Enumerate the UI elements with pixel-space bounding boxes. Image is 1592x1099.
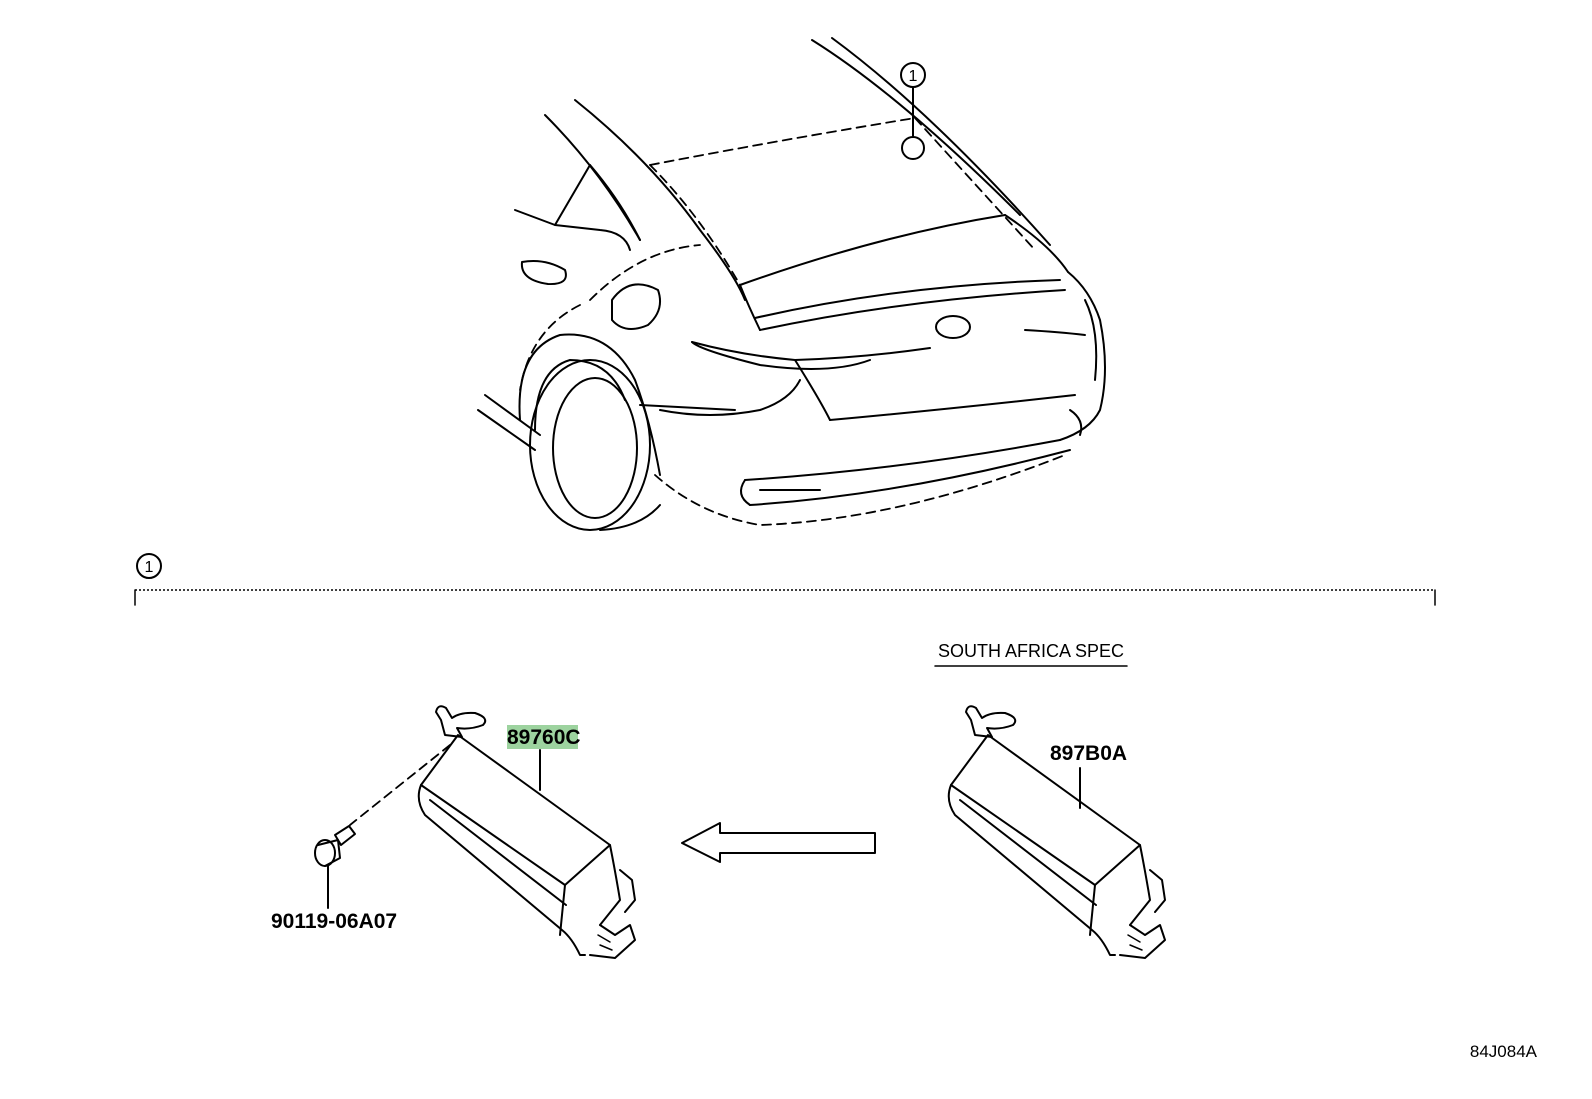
figure-id: 84J084A xyxy=(1470,1042,1538,1061)
spec-label-group: SOUTH AFRICA SPEC xyxy=(934,641,1128,667)
bolt xyxy=(314,744,451,909)
top-callout-number: 1 xyxy=(909,68,918,85)
section-bracket: 1 xyxy=(134,553,1436,606)
part-number-90119-06A07[interactable]: 90119-06A07 xyxy=(271,910,397,933)
part-highlight xyxy=(507,725,578,749)
top-callout: 1 xyxy=(900,62,926,160)
right-module xyxy=(947,705,1166,959)
part-number-897B0A[interactable]: 897B0A xyxy=(1050,742,1127,765)
part-number-89760C[interactable]: 89760C xyxy=(507,726,581,749)
left-module xyxy=(417,705,636,959)
replacement-arrow xyxy=(681,822,876,863)
spec-label: SOUTH AFRICA SPEC xyxy=(938,641,1124,661)
section-callout-number: 1 xyxy=(145,559,154,576)
car-illustration xyxy=(477,37,1106,531)
